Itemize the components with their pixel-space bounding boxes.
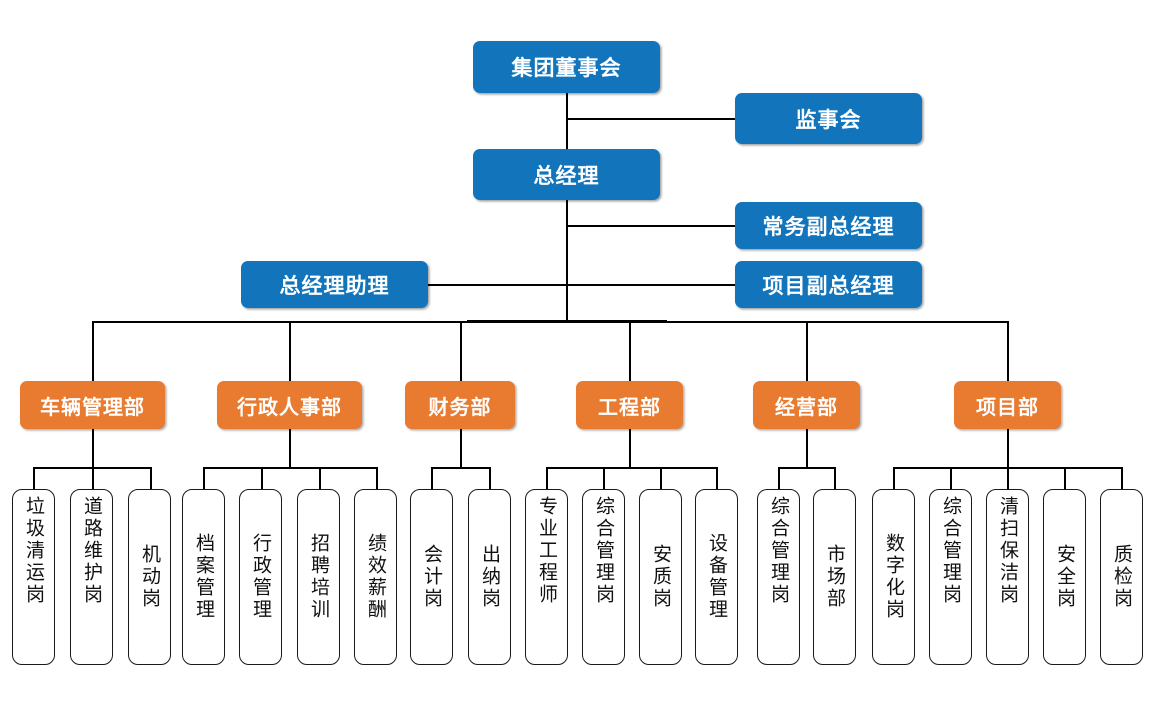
connector-vehicle-post-1 [33,467,35,489]
department-bus-emphasis [467,320,667,323]
connector-bus-to-admin-hr [289,321,291,381]
post-box-garbage-transport[interactable]: 垃圾清运岗 [12,489,55,665]
connector-project-post-2 [950,467,952,489]
post-box-records-management[interactable]: 档案管理 [182,489,225,665]
node-supervisory-board[interactable]: 监事会 [735,93,922,144]
post-box-safety[interactable]: 安全岗 [1043,489,1086,665]
connector-spine-to-supervisory [566,118,735,120]
post-box-project-general-management[interactable]: 综合管理岗 [929,489,972,665]
connector-bus-to-finance [460,321,462,381]
connector-finance-post-2 [489,467,491,489]
post-box-engineering-general-management[interactable]: 综合管理岗 [582,489,625,665]
connector-engineering-post-3 [660,467,662,489]
connector-spine-to-project-deputy [566,284,735,286]
connector-bus-to-engineering [629,321,631,381]
connector-bus-to-vehicle-management [92,321,94,381]
post-box-administration[interactable]: 行政管理 [239,489,282,665]
connector-assistant-to-spine [428,284,567,286]
node-executive-deputy-gm[interactable]: 常务副总经理 [735,202,922,249]
connector-bus-to-operations [806,321,808,381]
connector-project-post-5 [1121,467,1123,489]
connector-engineering-post-4 [716,467,718,489]
post-box-digitalization[interactable]: 数字化岗 [872,489,915,665]
connector-engineering-drop [629,429,631,467]
connector-adminhr-post-3 [319,467,321,489]
connector-adminhr-post-1 [203,467,205,489]
post-box-safety-quality[interactable]: 安质岗 [639,489,682,665]
connector-project-post-1 [893,467,895,489]
connector-adminhr-post-2 [261,467,263,489]
connector-admin-hr-bar [203,467,377,469]
connector-vehicle-management-drop [92,429,94,467]
post-box-flexible-duty[interactable]: 机动岗 [128,489,171,665]
post-box-cleaning-sanitation[interactable]: 清扫保洁岗 [986,489,1029,665]
connector-operations-post-1 [778,467,780,489]
post-box-professional-engineer[interactable]: 专业工程师 [525,489,568,665]
connector-engineering-bar [546,467,717,469]
connector-finance-post-1 [431,467,433,489]
connector-gm-to-bus [566,200,568,322]
node-general-manager[interactable]: 总经理 [473,149,660,200]
post-box-performance-compensation[interactable]: 绩效薪酬 [354,489,397,665]
node-department-engineering[interactable]: 工程部 [576,381,683,429]
connector-vehicle-post-3 [150,467,152,489]
node-department-operations[interactable]: 经营部 [753,381,860,429]
connector-bus-to-project [1007,321,1009,381]
node-gm-assistant[interactable]: 总经理助理 [241,261,428,308]
connector-project-post-3 [1007,467,1009,489]
connector-engineering-post-2 [603,467,605,489]
connector-spine-to-exec-deputy [566,225,735,227]
connector-engineering-post-1 [546,467,548,489]
connector-project-post-4 [1064,467,1066,489]
post-box-recruitment-training[interactable]: 招聘培训 [297,489,340,665]
node-department-admin-hr[interactable]: 行政人事部 [217,381,362,429]
post-box-road-maintenance[interactable]: 道路维护岗 [70,489,113,665]
connector-finance-drop [460,429,462,467]
post-box-marketing[interactable]: 市场部 [813,489,856,665]
post-box-cashier[interactable]: 出纳岗 [468,489,511,665]
node-department-finance[interactable]: 财务部 [405,381,515,429]
node-department-project[interactable]: 项目部 [954,381,1061,429]
post-box-quality-inspection[interactable]: 质检岗 [1100,489,1143,665]
connector-operations-post-2 [834,467,836,489]
post-box-accounting[interactable]: 会计岗 [410,489,453,665]
post-box-operations-general-management[interactable]: 综合管理岗 [757,489,800,665]
node-project-deputy-gm[interactable]: 项目副总经理 [735,261,922,308]
connector-board-to-gm [566,93,568,149]
connector-finance-bar [431,467,490,469]
node-board[interactable]: 集团董事会 [473,41,660,93]
connector-operations-bar [778,467,835,469]
post-box-equipment-management[interactable]: 设备管理 [695,489,738,665]
connector-project-drop [1007,429,1009,467]
node-department-vehicle-management[interactable]: 车辆管理部 [20,381,165,429]
connector-admin-hr-drop [289,429,291,467]
connector-vehicle-post-2 [92,467,94,489]
connector-operations-drop [806,429,808,467]
connector-adminhr-post-4 [376,467,378,489]
